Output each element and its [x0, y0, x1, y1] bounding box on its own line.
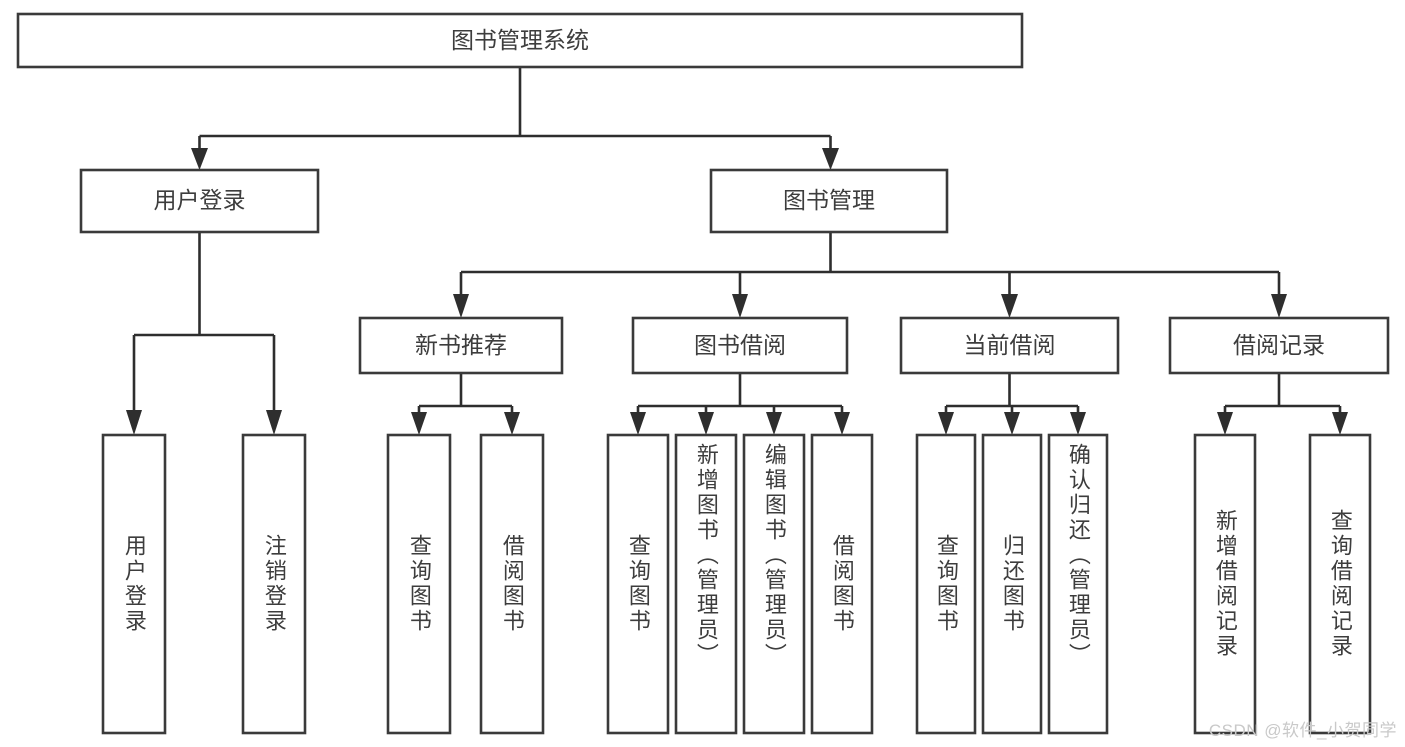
node-current-borrow-label: 当前借阅 — [964, 332, 1056, 358]
leaf-boxes — [101, 433, 1372, 735]
arrow-head-book-manage — [822, 148, 839, 170]
node-current-borrow-box[interactable] — [899, 316, 1120, 375]
arrow-head-current-borrow — [1001, 294, 1018, 318]
leaf-logout-box[interactable] — [241, 433, 307, 735]
node-new-book-recommend-label: 新书推荐 — [415, 332, 507, 358]
leaf-add-book-box[interactable] — [674, 433, 738, 735]
arrow-head-leaf-logout — [266, 410, 282, 435]
arrow-head-borrow-record — [1271, 294, 1287, 318]
leaf-edit-book-box[interactable] — [742, 433, 806, 735]
node-user-login-label: 用户登录 — [154, 187, 246, 213]
arrow-head-leaf-query-book-borrow — [630, 412, 646, 435]
connector-group-root — [191, 67, 839, 170]
arrow-head-book-borrow — [732, 294, 748, 318]
node-book-borrow[interactable]: 图书借阅 — [631, 316, 849, 375]
leaf-query-book-borrow-box[interactable] — [606, 433, 670, 735]
node-borrow-record-label: 借阅记录 — [1233, 332, 1325, 358]
node-current-borrow[interactable]: 当前借阅 — [899, 316, 1120, 375]
leaf-borrow-book-recommend-box[interactable] — [479, 433, 545, 735]
leaf-borrow-book-box[interactable] — [810, 433, 874, 735]
node-book-manage[interactable]: 图书管理 — [709, 168, 949, 234]
connector-group-current-borrow — [938, 373, 1086, 435]
node-book-borrow-box[interactable] — [631, 316, 849, 375]
arrow-head-leaf-edit-book — [766, 412, 782, 435]
leaf-return-book-box[interactable] — [981, 433, 1043, 735]
leaf-confirm-return-box[interactable] — [1047, 433, 1109, 735]
node-new-book-recommend[interactable]: 新书推荐 — [358, 316, 564, 375]
node-book-borrow-label: 图书借阅 — [694, 332, 786, 358]
leaf-user-login-box[interactable] — [101, 433, 167, 735]
connector-group-book-manage — [453, 232, 1287, 318]
arrow-head-leaf-query-book-recommend — [411, 412, 427, 435]
leaf-query-book-current-box[interactable] — [915, 433, 977, 735]
node-user-login-box[interactable] — [79, 168, 320, 234]
node-borrow-record[interactable]: 借阅记录 — [1168, 316, 1390, 375]
arrow-head-leaf-add-borrow-record — [1217, 412, 1233, 435]
leaf-query-book-recommend-box[interactable] — [386, 433, 452, 735]
node-user-login[interactable]: 用户登录 — [79, 168, 320, 234]
connector-group-book-borrow — [630, 373, 850, 435]
leaf-query-borrow-record-box[interactable] — [1308, 433, 1372, 735]
node-new-book-recommend-box[interactable] — [358, 316, 564, 375]
arrow-head-leaf-add-book — [698, 412, 714, 435]
arrow-head-leaf-confirm-return — [1070, 412, 1086, 435]
node-borrow-record-box[interactable] — [1168, 316, 1390, 375]
connector-group-new-book-recommend — [411, 373, 520, 435]
node-book-manage-box[interactable] — [709, 168, 949, 234]
csdn-watermark: CSDN @软件_小贺同学 — [1208, 721, 1397, 740]
connector-group-user-login — [126, 232, 282, 435]
arrow-head-user-login — [191, 148, 208, 170]
node-root[interactable]: 图书管理系统 — [16, 12, 1024, 69]
node-root-label: 图书管理系统 — [451, 27, 589, 53]
connector-group-borrow-record — [1217, 373, 1348, 435]
arrow-head-new-book-recommend — [453, 294, 469, 318]
node-root-box[interactable] — [16, 12, 1024, 69]
arrow-head-leaf-user-login — [126, 410, 142, 435]
leaf-add-borrow-record-box[interactable] — [1193, 433, 1257, 735]
arrow-head-leaf-query-borrow-record — [1332, 412, 1348, 435]
node-book-manage-label: 图书管理 — [783, 187, 875, 213]
arrow-head-leaf-borrow-book — [834, 412, 850, 435]
arrow-head-leaf-return-book — [1004, 412, 1020, 435]
arrow-head-leaf-borrow-book-recommend — [504, 412, 520, 435]
arrow-head-leaf-query-book-current — [938, 412, 954, 435]
